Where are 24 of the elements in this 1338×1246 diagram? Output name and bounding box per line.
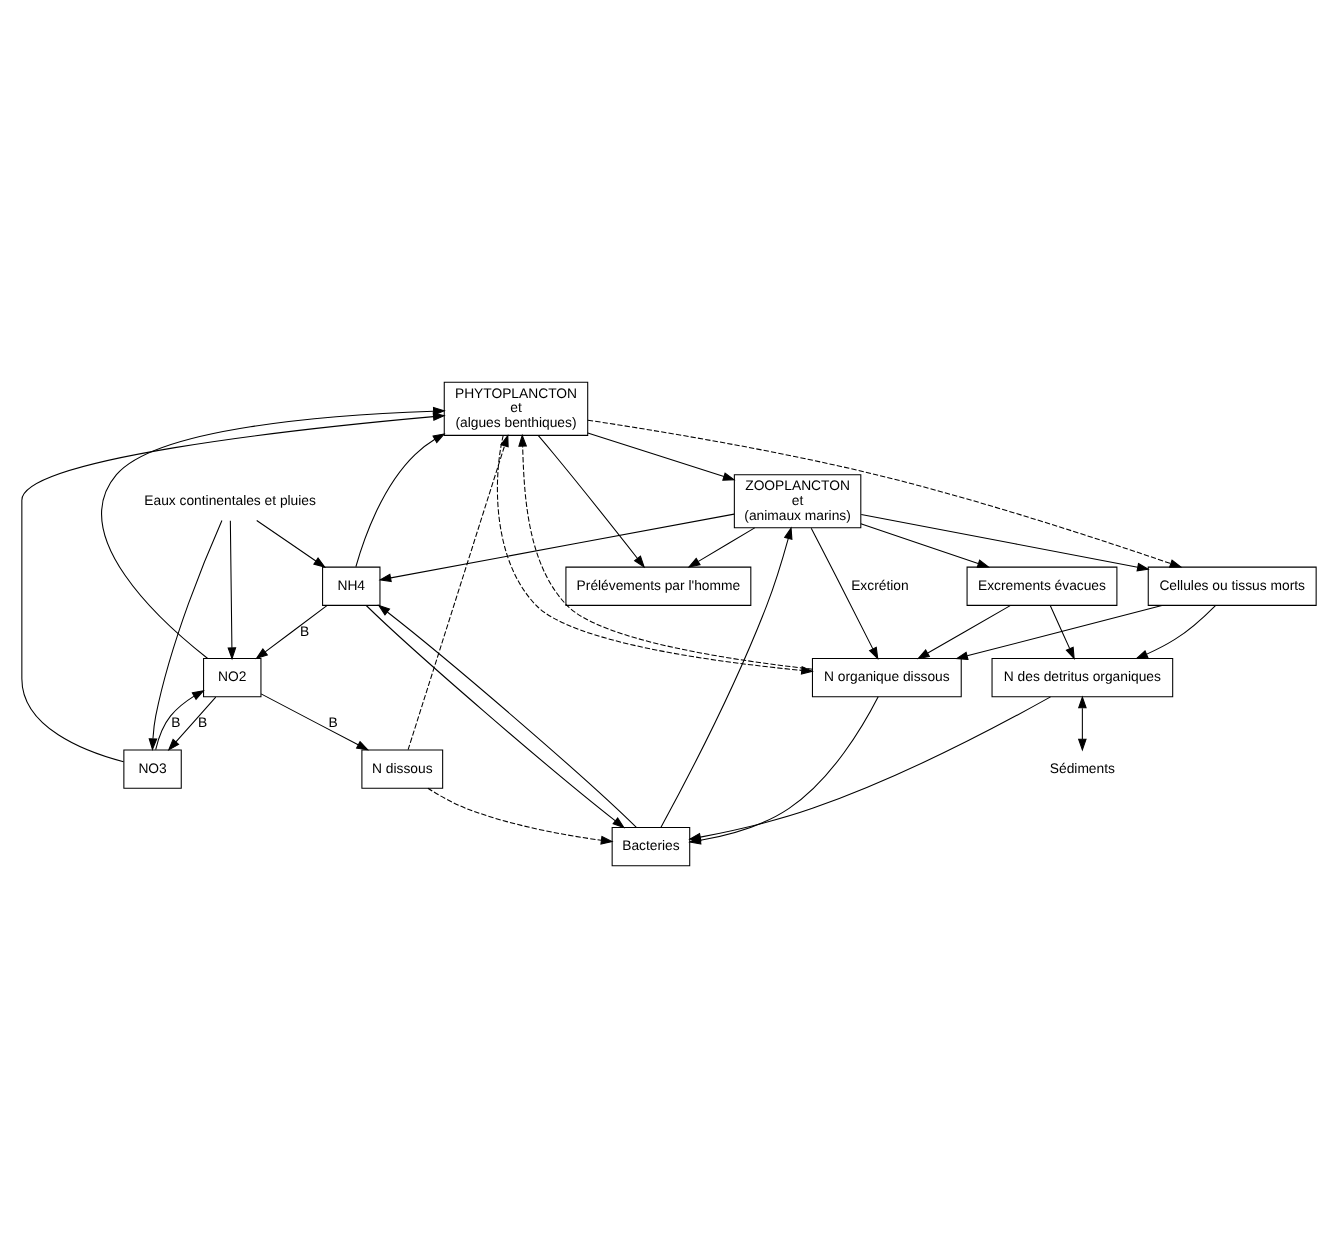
arrow [1077,694,1087,751]
arrow [916,604,1011,659]
arrow [255,604,328,659]
arrow [155,689,205,750]
arrow [1135,604,1216,659]
arrow [660,525,793,827]
arrow [227,519,237,660]
arrow [260,692,370,750]
arrow [860,512,1150,571]
arrow [1049,604,1075,659]
arrow [537,434,646,568]
arrow [587,418,1183,567]
arrow [148,518,223,751]
arrow [955,604,1163,660]
arrow [355,432,446,567]
arrow [427,786,614,844]
arrow [167,695,217,750]
arrow [407,433,509,750]
arrow [860,522,990,567]
arrow [810,526,879,659]
arrow [256,519,327,567]
arrow [587,431,736,480]
arrow [687,526,756,567]
arrow [378,512,735,582]
